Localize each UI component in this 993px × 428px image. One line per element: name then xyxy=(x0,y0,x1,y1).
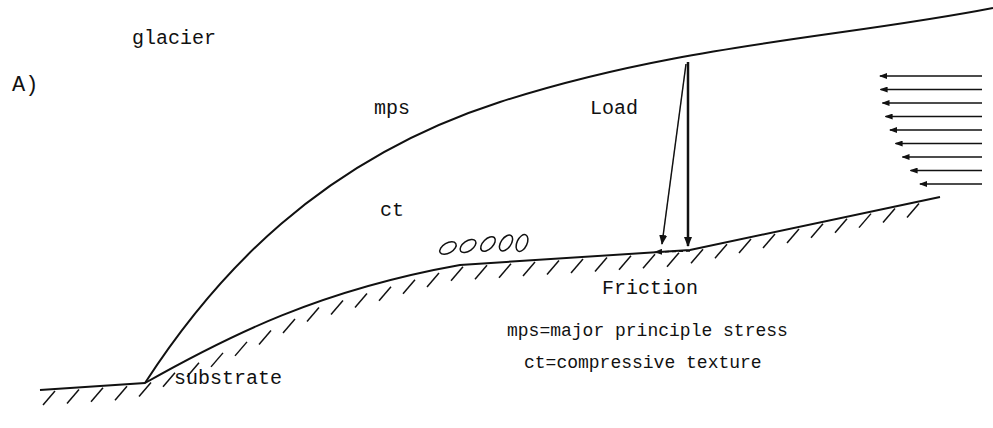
hatch-tick xyxy=(211,353,223,367)
hatch-tick xyxy=(331,300,343,314)
hatch-tick xyxy=(715,244,727,258)
hatch-tick xyxy=(787,229,799,243)
hatch-tick xyxy=(379,287,391,301)
hatch-tick xyxy=(115,386,127,400)
mps-arrow xyxy=(662,64,686,244)
panel-letter: A) xyxy=(10,74,40,98)
hatch-tick xyxy=(403,280,415,294)
velocity-arrow xyxy=(903,156,983,158)
hatch-tick xyxy=(451,267,463,281)
part-name: glacier xyxy=(130,28,218,50)
velocity-arrow xyxy=(896,143,982,145)
hatch-tick xyxy=(139,383,151,397)
velocity-arrow xyxy=(883,102,983,104)
hatch-tick xyxy=(811,224,823,238)
hatch-tick xyxy=(619,256,631,270)
hatch-tick xyxy=(667,253,679,267)
compressive-texture xyxy=(438,233,531,257)
friction-arrow xyxy=(655,251,690,252)
hatch-tick xyxy=(763,234,775,248)
hatch-tick xyxy=(91,388,103,402)
load-arrow xyxy=(687,62,690,246)
part-name: mps xyxy=(372,98,412,120)
hatch-tick xyxy=(859,214,871,228)
velocity-arrow xyxy=(920,183,982,185)
hatch-tick xyxy=(283,319,295,333)
hatch-tick xyxy=(547,261,559,275)
hatch-tick xyxy=(499,264,511,278)
hatch-tick xyxy=(571,259,583,273)
glacier-surface xyxy=(145,8,993,383)
part-name: substrate xyxy=(172,368,284,390)
hatch-tick xyxy=(235,342,247,356)
hatch-tick xyxy=(883,209,895,223)
velocity-arrow xyxy=(890,129,982,131)
hatch-tick xyxy=(643,254,655,268)
hatch-tick xyxy=(67,389,79,403)
hatch-tick xyxy=(739,239,751,253)
hatch-tick xyxy=(259,330,271,344)
hatch-tick xyxy=(355,294,367,308)
velocity-profile xyxy=(880,76,982,184)
velocity-arrow xyxy=(911,170,982,172)
velocity-arrow xyxy=(881,89,982,91)
hatch-tick xyxy=(523,262,535,276)
velocity-arrow xyxy=(880,75,982,77)
substrate-hatching xyxy=(43,203,919,405)
hatch-tick xyxy=(595,257,607,271)
part-name: ct xyxy=(378,200,406,222)
velocity-arrow xyxy=(886,116,982,118)
hatch-tick xyxy=(691,249,703,263)
hatch-tick xyxy=(307,307,319,321)
hatch-tick xyxy=(907,203,919,217)
hatch-tick xyxy=(475,265,487,279)
part-name: Load xyxy=(588,98,640,120)
note: ct=compressive texture xyxy=(522,354,764,374)
hatch-tick xyxy=(427,273,439,287)
hatch-tick xyxy=(163,373,175,387)
hatch-tick xyxy=(835,219,847,233)
part-name: Friction xyxy=(600,278,700,300)
note: mps=major principle stress xyxy=(505,322,790,342)
substrate-line xyxy=(40,197,940,390)
hatch-tick xyxy=(43,391,55,405)
